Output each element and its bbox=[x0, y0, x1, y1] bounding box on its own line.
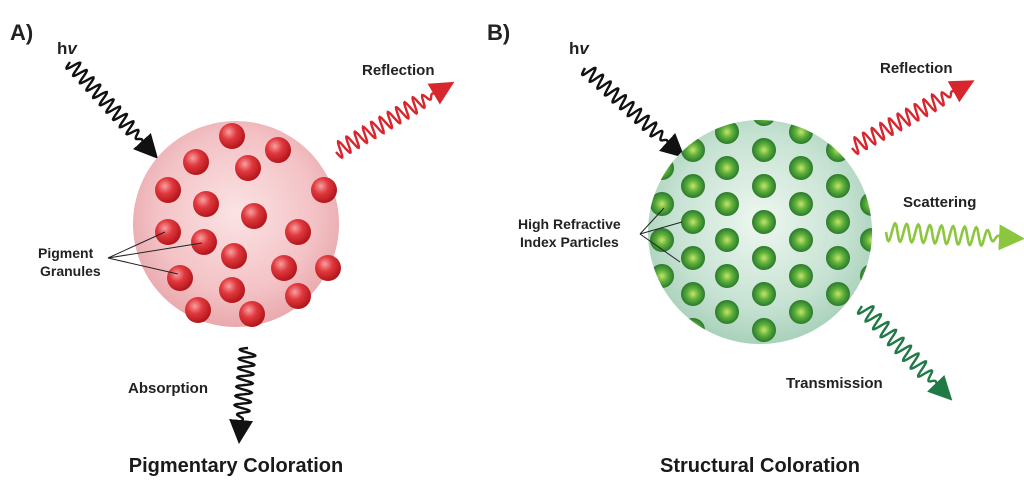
high-index-particle bbox=[650, 192, 674, 216]
pigment-granule bbox=[193, 191, 219, 217]
pigment-granule bbox=[221, 243, 247, 269]
pigment-label-line2: Granules bbox=[40, 263, 101, 279]
pigment-granule bbox=[235, 155, 261, 181]
high-index-particle bbox=[681, 174, 705, 198]
high-index-particle bbox=[715, 264, 739, 288]
high-index-particle bbox=[681, 138, 705, 162]
high-index-particle bbox=[789, 192, 813, 216]
pigment-label-line1: Pigment bbox=[38, 245, 94, 261]
high-index-particle bbox=[681, 120, 705, 126]
high-index-particle bbox=[715, 300, 739, 324]
high-index-particle bbox=[860, 84, 884, 108]
pigment-granule bbox=[311, 177, 337, 203]
photon-h: h bbox=[57, 39, 67, 58]
pigment-granule bbox=[285, 219, 311, 245]
high-index-particle bbox=[826, 282, 850, 306]
transmission-label: Transmission bbox=[786, 375, 883, 392]
high-index-particle bbox=[826, 174, 850, 198]
high-index-particle bbox=[752, 318, 776, 342]
high-index-particle bbox=[860, 228, 872, 252]
scattering-label: Scattering bbox=[903, 194, 976, 211]
high-index-particle bbox=[650, 300, 674, 324]
high-index-particle bbox=[650, 156, 674, 180]
high-index-particle bbox=[860, 264, 872, 288]
high-index-particle bbox=[860, 156, 872, 180]
high-index-particle bbox=[650, 84, 674, 108]
high-index-particle bbox=[681, 282, 705, 306]
photon-nu: v bbox=[67, 39, 78, 58]
pigment-granule bbox=[167, 265, 193, 291]
pigment-granules bbox=[155, 123, 341, 327]
particle-pointer-lines bbox=[639, 207, 683, 263]
panel-a-title: Pigmentary Coloration bbox=[129, 455, 343, 477]
high-index-particle bbox=[752, 138, 776, 162]
high-index-particle bbox=[650, 228, 674, 252]
panel-a-reflection-label: Reflection bbox=[362, 62, 435, 79]
pigment-granule bbox=[185, 297, 211, 323]
high-index-particle bbox=[826, 120, 850, 126]
pigment-granule bbox=[219, 277, 245, 303]
panel-a: A) hv Reflection Pigment Granules Absorp… bbox=[10, 20, 455, 477]
high-index-particle bbox=[826, 210, 850, 234]
high-index-particle bbox=[789, 120, 813, 144]
panel-b-reflection-label: Reflection bbox=[880, 60, 953, 77]
pigment-granule bbox=[183, 149, 209, 175]
high-index-particle bbox=[715, 84, 739, 108]
high-index-particle bbox=[715, 156, 739, 180]
pigment-granule bbox=[271, 255, 297, 281]
high-index-particle bbox=[650, 264, 674, 288]
high-index-particle bbox=[715, 192, 739, 216]
panel-b-reflection-wave bbox=[851, 80, 975, 156]
panel-b-incident-wave bbox=[580, 66, 685, 159]
pigment-granule bbox=[241, 203, 267, 229]
pigment-granule bbox=[265, 137, 291, 163]
high-index-particle bbox=[715, 120, 739, 144]
pigment-granule bbox=[191, 229, 217, 255]
panel-b: B) hv Reflection Scattering High Refract… bbox=[487, 20, 1024, 477]
pigment-granule bbox=[315, 255, 341, 281]
panel-b-letter: B) bbox=[487, 20, 510, 45]
pigment-granule bbox=[219, 123, 245, 149]
high-index-particle bbox=[789, 84, 813, 108]
panel-a-incident-wave bbox=[65, 61, 159, 159]
high-index-particle bbox=[789, 228, 813, 252]
pigment-granule bbox=[239, 301, 265, 327]
pigment-pointer-lines bbox=[107, 231, 203, 275]
high-index-particle bbox=[789, 264, 813, 288]
pigment-granule bbox=[155, 219, 181, 245]
particle-label-line1: High Refractive bbox=[518, 216, 621, 232]
high-index-particle bbox=[789, 300, 813, 324]
high-index-particle bbox=[681, 246, 705, 270]
transmission-wave bbox=[856, 305, 953, 401]
high-index-particle bbox=[681, 210, 705, 234]
high-index-particle bbox=[826, 318, 850, 342]
panel-a-photon-label: hv bbox=[57, 39, 78, 58]
panel-a-reflection-wave bbox=[335, 81, 455, 160]
panel-a-absorption-wave bbox=[229, 346, 257, 444]
panel-a-letter: A) bbox=[10, 20, 33, 45]
high-index-particle bbox=[752, 210, 776, 234]
high-index-particle bbox=[681, 318, 705, 342]
pigment-granule bbox=[285, 283, 311, 309]
pigment-granule bbox=[155, 177, 181, 203]
scattering-wave bbox=[884, 221, 1024, 251]
panel-b-title: Structural Coloration bbox=[660, 455, 860, 477]
photon-nu: v bbox=[579, 39, 590, 58]
high-index-particle bbox=[752, 120, 776, 126]
panel-b-photon-label: hv bbox=[569, 39, 590, 58]
high-index-particle bbox=[752, 246, 776, 270]
absorption-label: Absorption bbox=[128, 380, 208, 397]
high-index-particle bbox=[826, 138, 850, 162]
high-index-particle bbox=[752, 282, 776, 306]
particle-label-line2: Index Particles bbox=[520, 234, 619, 250]
photon-h: h bbox=[569, 39, 579, 58]
high-index-particle bbox=[715, 228, 739, 252]
high-index-particle bbox=[789, 156, 813, 180]
high-index-particle bbox=[860, 192, 872, 216]
high-index-particle bbox=[752, 174, 776, 198]
high-index-particle bbox=[826, 246, 850, 270]
